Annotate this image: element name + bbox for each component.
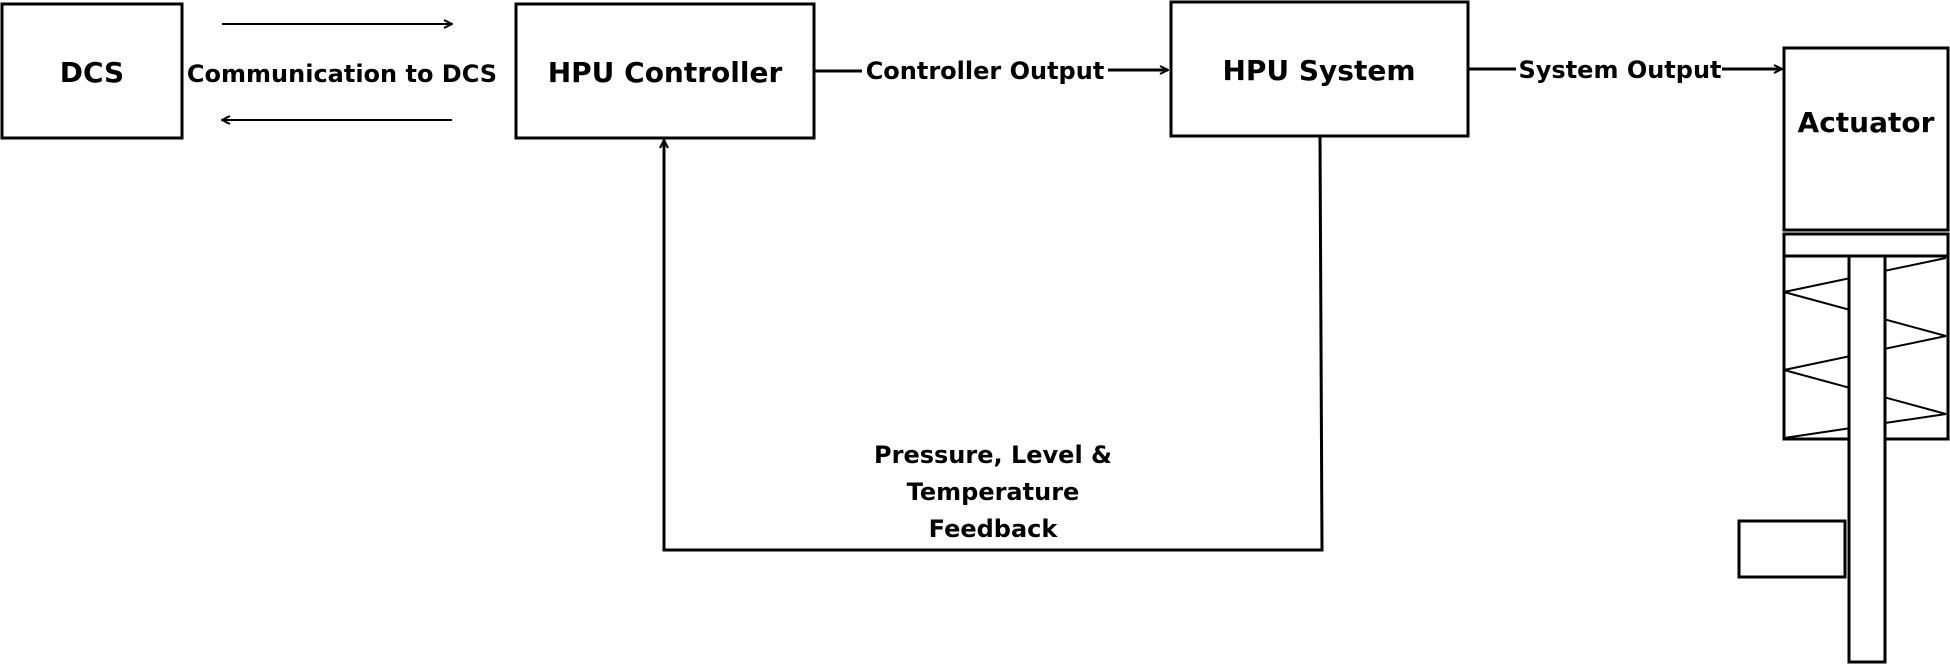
controller-output-link: Controller Output [814,57,1168,85]
feedback-arrow [664,135,1324,552]
hpu-system-block: HPU System [1169,0,1470,138]
feedback-loop: Pressure, Level & Temperature Feedback [664,135,1324,552]
valve-plate [1737,519,1847,579]
feedback-label-line3: Feedback [929,515,1059,543]
actuator-stem [1847,254,1887,664]
system-output-label: System Output [1518,56,1721,84]
dcs-link-label: Communication to DCS [187,60,497,88]
dcs-label: DCS [60,56,124,89]
actuator-block: Actuator [1737,46,1950,664]
hpu-controller-block: HPU Controller [514,2,816,140]
dcs-communication-link: Communication to DCS [187,24,497,120]
system-output-link: System Output [1468,56,1782,84]
hpu-system-label: HPU System [1222,54,1415,87]
actuator-label: Actuator [1798,106,1935,139]
hpu-controller-label: HPU Controller [548,56,783,89]
actuator-cap [1782,232,1950,258]
dcs-block: DCS [0,2,184,140]
feedback-label-line1: Pressure, Level & [874,441,1112,469]
feedback-label-line2: Temperature [907,478,1080,506]
controller-output-label: Controller Output [866,57,1105,85]
